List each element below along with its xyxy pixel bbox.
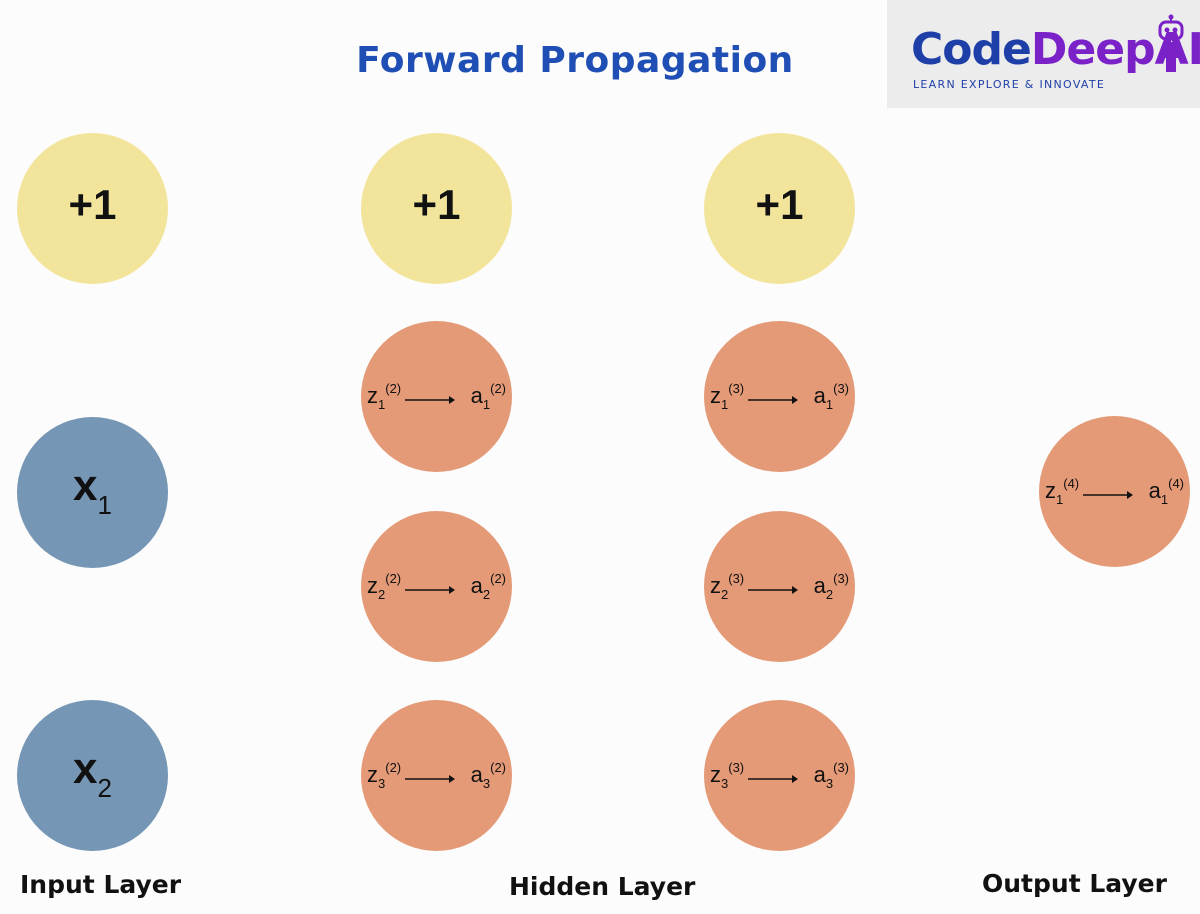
output-neuron-1: z1(4) a1(4) — [1039, 416, 1190, 567]
neuron-equation: z1(4) a1(4) — [1045, 476, 1184, 507]
input-node-x2: x2 — [17, 700, 168, 851]
hidden1-neuron-2: z2(2) a2(2) — [361, 511, 512, 662]
logo-code-text: Code — [911, 24, 1032, 75]
arrow-right-icon — [748, 775, 798, 783]
hidden2-neuron-1: z1(3) a1(3) — [704, 321, 855, 472]
neuron-equation: z2(3) a2(3) — [710, 571, 849, 602]
neuron-equation: z3(2) a3(2) — [367, 760, 506, 791]
bias-label: +1 — [68, 181, 117, 228]
arrow-right-icon — [405, 586, 455, 594]
arrow-right-icon — [748, 396, 798, 404]
hidden1-bias-node: +1 — [361, 133, 512, 284]
bias-label: +1 — [412, 181, 461, 228]
bias-label: +1 — [755, 181, 804, 228]
neuron-equation: z1(3) a1(3) — [710, 381, 849, 412]
hidden-layer-label: Hidden Layer — [509, 872, 696, 901]
neuron-equation: z3(3) a3(3) — [710, 760, 849, 791]
input-node-x1: x1 — [17, 417, 168, 568]
neuron-equation: z1(2) a1(2) — [367, 381, 506, 412]
input-label: x2 — [73, 744, 112, 803]
neuron-equation: z2(2) a2(2) — [367, 571, 506, 602]
robot-icon — [1158, 14, 1184, 72]
arrow-right-icon — [405, 775, 455, 783]
arrow-right-icon — [1083, 491, 1133, 499]
output-layer-label: Output Layer — [982, 869, 1167, 898]
arrow-right-icon — [748, 586, 798, 594]
logo-tagline: LEARN EXPLORE & INNOVATE — [913, 78, 1106, 91]
hidden2-neuron-2: z2(3) a2(3) — [704, 511, 855, 662]
hidden1-neuron-1: z1(2) a1(2) — [361, 321, 512, 472]
page-title: Forward Propagation — [356, 40, 794, 81]
hidden1-neuron-3: z3(2) a3(2) — [361, 700, 512, 851]
hidden2-bias-node: +1 — [704, 133, 855, 284]
hidden2-neuron-3: z3(3) a3(3) — [704, 700, 855, 851]
input-layer-label: Input Layer — [20, 870, 182, 899]
logo: CodeDeepAI LEARN EXPLORE & INNOVATE — [887, 0, 1200, 108]
arrow-right-icon — [405, 396, 455, 404]
input-label: x1 — [73, 461, 112, 520]
input-bias-node: +1 — [17, 133, 168, 284]
